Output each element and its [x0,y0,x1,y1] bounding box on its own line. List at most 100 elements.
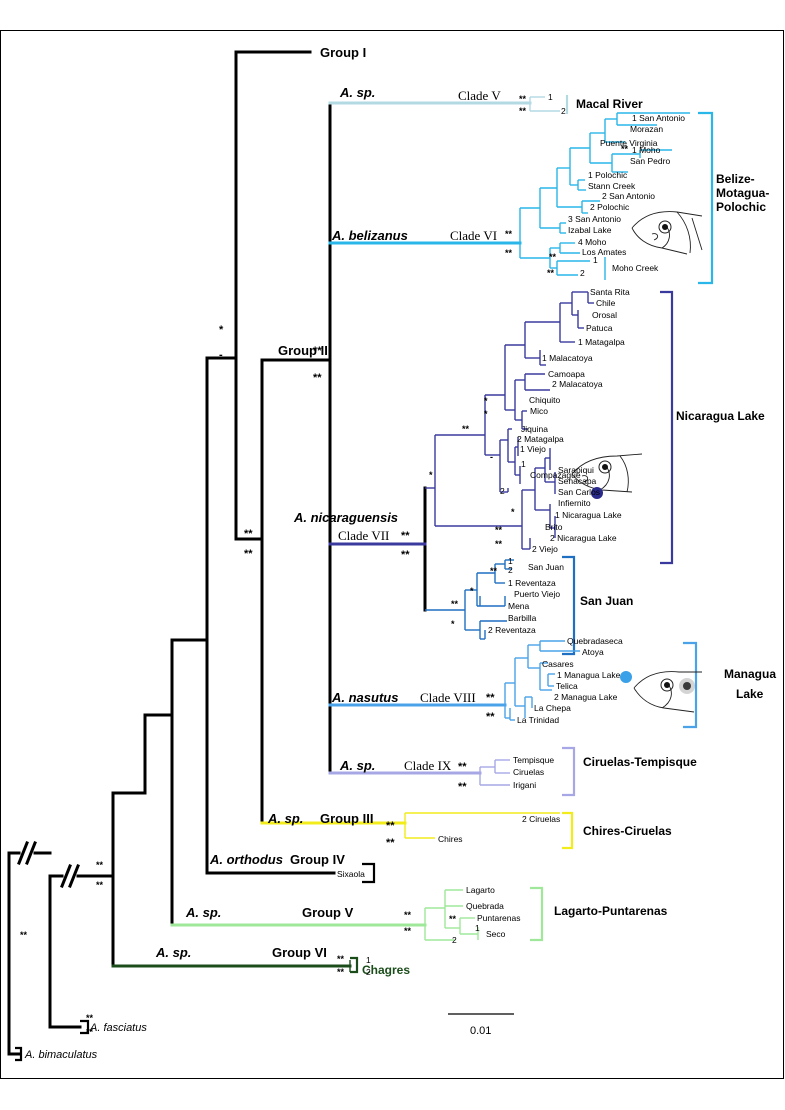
tip-label: 1 [508,556,513,566]
tip-label: Lagarto [466,885,495,895]
tip-label: Los Amates [582,247,626,257]
tip-label: Barbilla [508,613,537,623]
tip-label: 1 Viejo [520,444,546,454]
tip-label: Seco [486,929,506,939]
support-value: ** [20,930,28,940]
tip-label: 1 Reventaza [508,578,556,588]
tip-label: 1 [475,923,480,933]
tip-label: La Chepa [534,703,571,713]
fish-illustration-belize [631,211,703,255]
tip-label: 2 Malacatoya [552,379,603,389]
support-value: ** [404,910,412,920]
label-species-orthodus: A. orthodus [209,852,283,867]
tip-label: Izabal Lake [568,225,612,235]
support-value: ** [386,820,395,832]
label-species-sp-group6: A. sp. [155,945,191,960]
tip-label: San Carlos [558,487,600,497]
label-group-2: Group II [278,343,328,358]
tip-label: Santa Rita [590,287,630,297]
support-value: * [484,409,488,419]
clade-belize-motagua-polochic [328,111,714,285]
tip-label: 3 San Antonio [568,214,621,224]
clade-macal-river [328,95,569,114]
tip-label: San Juan [528,562,564,572]
label-species-belizanus: A. belizanus [331,228,408,243]
tip-label: Sixaola [337,869,365,879]
clade-chires-ciruelas [260,811,574,850]
support-value: ** [495,525,503,535]
tree-backbone [7,50,427,1056]
support-value: * [484,396,488,406]
support-value: * [429,470,433,480]
support-value: * [451,619,455,629]
label-clade-6: Clade VI [450,228,497,243]
figure-frame [0,30,784,1079]
tip-label: 2 Ciruelas [522,814,560,824]
support-value: ** [337,967,345,977]
label-region-managua-1: Managua [724,667,776,681]
support-value: * [219,324,224,336]
support-value: ** [404,926,412,936]
tip-label: Puente Virginia [600,138,658,148]
support-value: ** [486,692,495,704]
support-value: ** [86,1027,94,1037]
fish-illustration-managua [633,671,702,713]
support-value: - [490,452,493,462]
label-region-belize-3: Polochic [716,200,766,214]
support-value: ** [401,549,410,561]
support-value: ** [490,566,498,576]
label-species-nasutus: A. nasutus [331,690,398,705]
tip-label: Brito [545,522,563,532]
support-value: ** [401,530,410,542]
support-value: ** [458,761,467,773]
tip-label: 1 [366,955,371,965]
tip-label: Chile [596,298,616,308]
support-value: ** [505,229,513,239]
tip-label: Jiquina [521,424,548,434]
tip-label: Quebrada [466,901,504,911]
tip-label: Puerto Viejo [514,589,560,599]
tip-label: Chires [438,834,463,844]
tip-label: 2 Nicaragua Lake [550,533,617,543]
tip-label: 4 Moho [578,237,607,247]
tip-label: 2 Reventaza [488,625,536,635]
label-clade-9: Clade IX [404,758,452,773]
tip-label: Morazan [630,124,663,134]
tip-label: 1 Matagalpa [578,337,625,347]
tip-label: 1 [548,92,553,102]
label-region-belize-2: Motagua- [716,186,769,200]
support-value: ** [458,781,467,793]
label-group-4: Group IV [290,852,345,867]
support-value: ** [337,954,345,964]
support-value: ** [313,372,322,384]
clade-nicaragua-lake [328,290,674,565]
fish-illustration-nicaragua [571,453,643,493]
tip-label: 2 [366,967,371,977]
tip-label: 2 [561,106,566,116]
tip-label: San Pedro [630,156,670,166]
tip-label: Infiernito [558,498,591,508]
support-value: ** [621,144,629,154]
label-clade-5: Clade V [458,88,501,103]
support-value: ** [547,268,555,278]
dot-managua [620,671,632,683]
tip-label: 1 Malacatoya [542,353,593,363]
tip-label: 1 Managua Lake [557,670,621,680]
tip-label: Compazague [530,470,581,480]
support-value: ** [519,94,527,104]
label-group-3: Group III [320,811,373,826]
label-species-sp-ciruelas: A. sp. [339,758,375,773]
clade-ciruelas-tempisque [328,746,576,797]
support-value: ** [451,599,459,609]
tip-label: Puntarenas [477,913,520,923]
support-value: ** [549,252,557,262]
tip-label: 2 [452,935,457,945]
label-group-5: Group V [302,905,354,920]
tip-label: 1 Nicaragua Lake [555,510,622,520]
label-region-belize-1: Belize- [716,172,755,186]
label-clade-8: Clade VIII [420,690,476,705]
label-species-sp-group5: A. sp. [185,905,221,920]
tip-label: Irigani [513,780,536,790]
tip-label: 1 San Antonio [632,113,685,123]
